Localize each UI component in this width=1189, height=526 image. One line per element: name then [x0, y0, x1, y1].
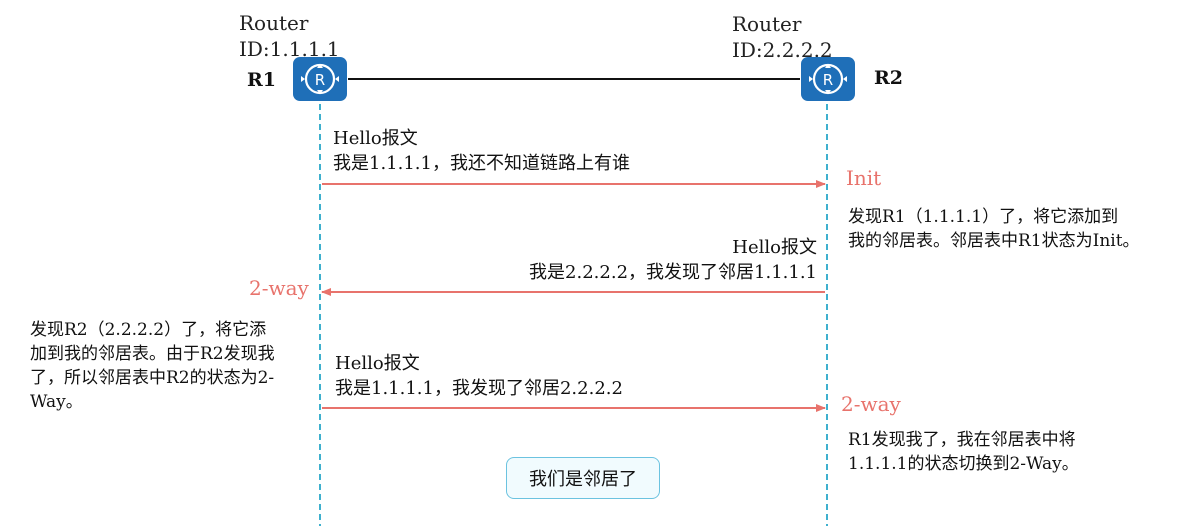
- note-line: 发现R2（2.2.2.2）了，将它添: [30, 320, 267, 340]
- svg-text:R: R: [315, 71, 325, 89]
- r2-init-note: 发现R1（1.1.1.1）了，将它添加到 我的邻居表。邻居表中R1状态为Init…: [848, 205, 1140, 253]
- note-line: Way。: [30, 392, 83, 412]
- r1-label: R1: [247, 69, 277, 91]
- r2-2way-note: R1发现我了，我在邻居表中将 1.1.1.1的状态切换到2-Way。: [848, 428, 1079, 476]
- hello-message-1: Hello报文 我是1.1.1.1，我还不知道链路上有谁: [333, 126, 630, 176]
- router-icon: R: [801, 57, 855, 101]
- note-line: 我的邻居表。邻居表中R1状态为Init。: [848, 231, 1140, 251]
- r2-title-line1: Router: [732, 12, 802, 36]
- note-line: R1发现我了，我在邻居表中将: [848, 430, 1076, 450]
- r2-label: R2: [874, 67, 904, 89]
- hello-message-3-body: 我是1.1.1.1，我发现了邻居2.2.2.2: [335, 378, 623, 399]
- neighbor-established-box: 我们是邻居了: [506, 457, 660, 499]
- r2-title: Router ID:2.2.2.2: [732, 11, 833, 63]
- note-line: 加到我的邻居表。由于R2发现我: [30, 344, 275, 364]
- r2-state-init: Init: [846, 166, 882, 190]
- router-icon: R: [293, 57, 347, 101]
- note-line: 了，所以邻居表中R2的状态为2-: [30, 368, 275, 388]
- r1-title-line1: Router: [239, 11, 309, 35]
- hello-message-2: Hello报文 我是2.2.2.2，我发现了邻居1.1.1.1: [529, 235, 817, 285]
- r1-state-2way: 2-way: [249, 276, 309, 300]
- note-line: 1.1.1.1的状态切换到2-Way。: [848, 454, 1079, 474]
- svg-text:R: R: [823, 71, 833, 89]
- hello-message-2-body: 我是2.2.2.2，我发现了邻居1.1.1.1: [529, 262, 817, 283]
- hello-message-2-title: Hello报文: [732, 237, 817, 258]
- hello-message-3: Hello报文 我是1.1.1.1，我发现了邻居2.2.2.2: [335, 351, 623, 401]
- r1-title: Router ID:1.1.1.1: [239, 10, 340, 62]
- hello-message-3-title: Hello报文: [335, 353, 420, 374]
- r2-state-2way: 2-way: [841, 392, 901, 416]
- note-line: 发现R1（1.1.1.1）了，将它添加到: [848, 207, 1119, 227]
- hello-message-1-body: 我是1.1.1.1，我还不知道链路上有谁: [333, 153, 630, 174]
- r1-2way-note: 发现R2（2.2.2.2）了，将它添 加到我的邻居表。由于R2发现我 了，所以邻…: [30, 318, 275, 414]
- hello-message-1-title: Hello报文: [333, 128, 418, 149]
